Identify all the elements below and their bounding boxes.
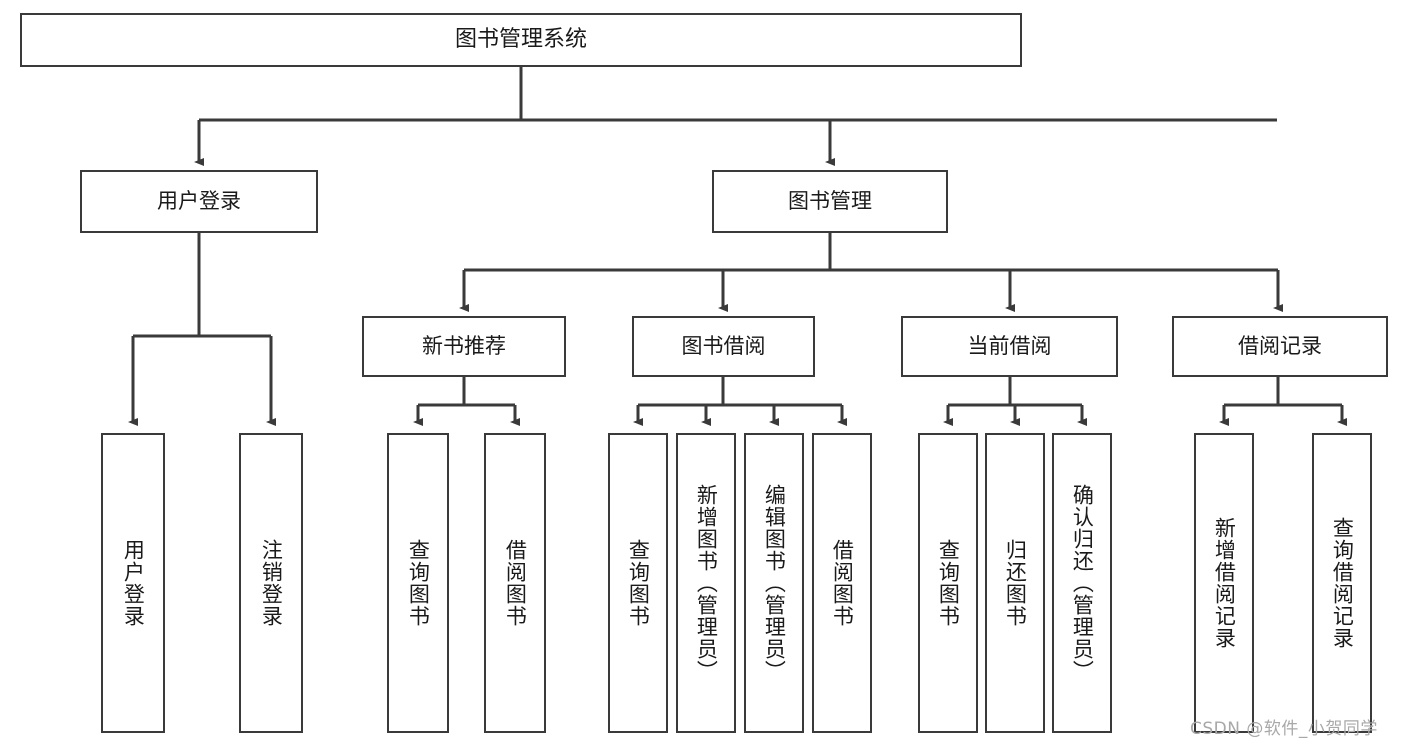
node-label: 借阅图书 (830, 539, 855, 627)
node-book-borrow[interactable]: 图书借阅 (632, 316, 815, 377)
node-label: 图书管理系统 (454, 27, 587, 53)
leaf-recommend-borrow-book[interactable]: 借阅图书 (484, 433, 546, 733)
leaf-borrow-borrow-book[interactable]: 借阅图书 (812, 433, 872, 733)
node-label: 新增借阅记录 (1212, 517, 1237, 649)
leaf-borrow-edit-book-admin[interactable]: 编辑图书（管理员） (744, 433, 804, 733)
node-label: 用户登录 (121, 539, 146, 627)
leaf-user-login-login[interactable]: 用户登录 (101, 433, 165, 733)
node-label: 查询图书 (406, 539, 431, 627)
leaf-borrow-query-book[interactable]: 查询图书 (608, 433, 668, 733)
leaf-recommend-query-book[interactable]: 查询图书 (387, 433, 449, 733)
node-label: 注销登录 (259, 539, 284, 627)
leaf-current-return-book[interactable]: 归还图书 (985, 433, 1045, 733)
node-label: 新增图书（管理员） (694, 484, 719, 682)
node-label: 归还图书 (1003, 539, 1028, 627)
leaf-borrow-add-book-admin[interactable]: 新增图书（管理员） (676, 433, 736, 733)
node-label: 用户登录 (157, 189, 241, 214)
node-label: 查询借阅记录 (1330, 517, 1355, 649)
node-book-management[interactable]: 图书管理 (712, 170, 948, 233)
leaf-current-query-book[interactable]: 查询图书 (918, 433, 978, 733)
node-user-login[interactable]: 用户登录 (80, 170, 318, 233)
node-root-system[interactable]: 图书管理系统 (20, 13, 1022, 67)
node-new-book-recommend[interactable]: 新书推荐 (362, 316, 566, 377)
leaf-user-login-logout[interactable]: 注销登录 (239, 433, 303, 733)
leaf-record-add-record[interactable]: 新增借阅记录 (1194, 433, 1254, 733)
node-label: 编辑图书（管理员） (762, 484, 787, 682)
node-borrow-record[interactable]: 借阅记录 (1172, 316, 1388, 377)
node-label: 当前借阅 (967, 334, 1052, 359)
node-label: 查询图书 (936, 539, 961, 627)
node-label: 查询图书 (626, 539, 651, 627)
leaf-record-query-record[interactable]: 查询借阅记录 (1312, 433, 1372, 733)
node-label: 借阅记录 (1238, 334, 1322, 359)
node-label: 借阅图书 (503, 539, 528, 627)
watermark-csdn: CSDN @软件_小贺同学 (1190, 719, 1378, 739)
node-label: 确认归还（管理员） (1070, 484, 1095, 682)
node-label: 新书推荐 (422, 334, 506, 359)
node-label: 图书借阅 (681, 334, 766, 359)
node-label: 图书管理 (788, 189, 872, 214)
leaf-current-confirm-return-admin[interactable]: 确认归还（管理员） (1052, 433, 1112, 733)
node-current-borrow[interactable]: 当前借阅 (901, 316, 1118, 377)
